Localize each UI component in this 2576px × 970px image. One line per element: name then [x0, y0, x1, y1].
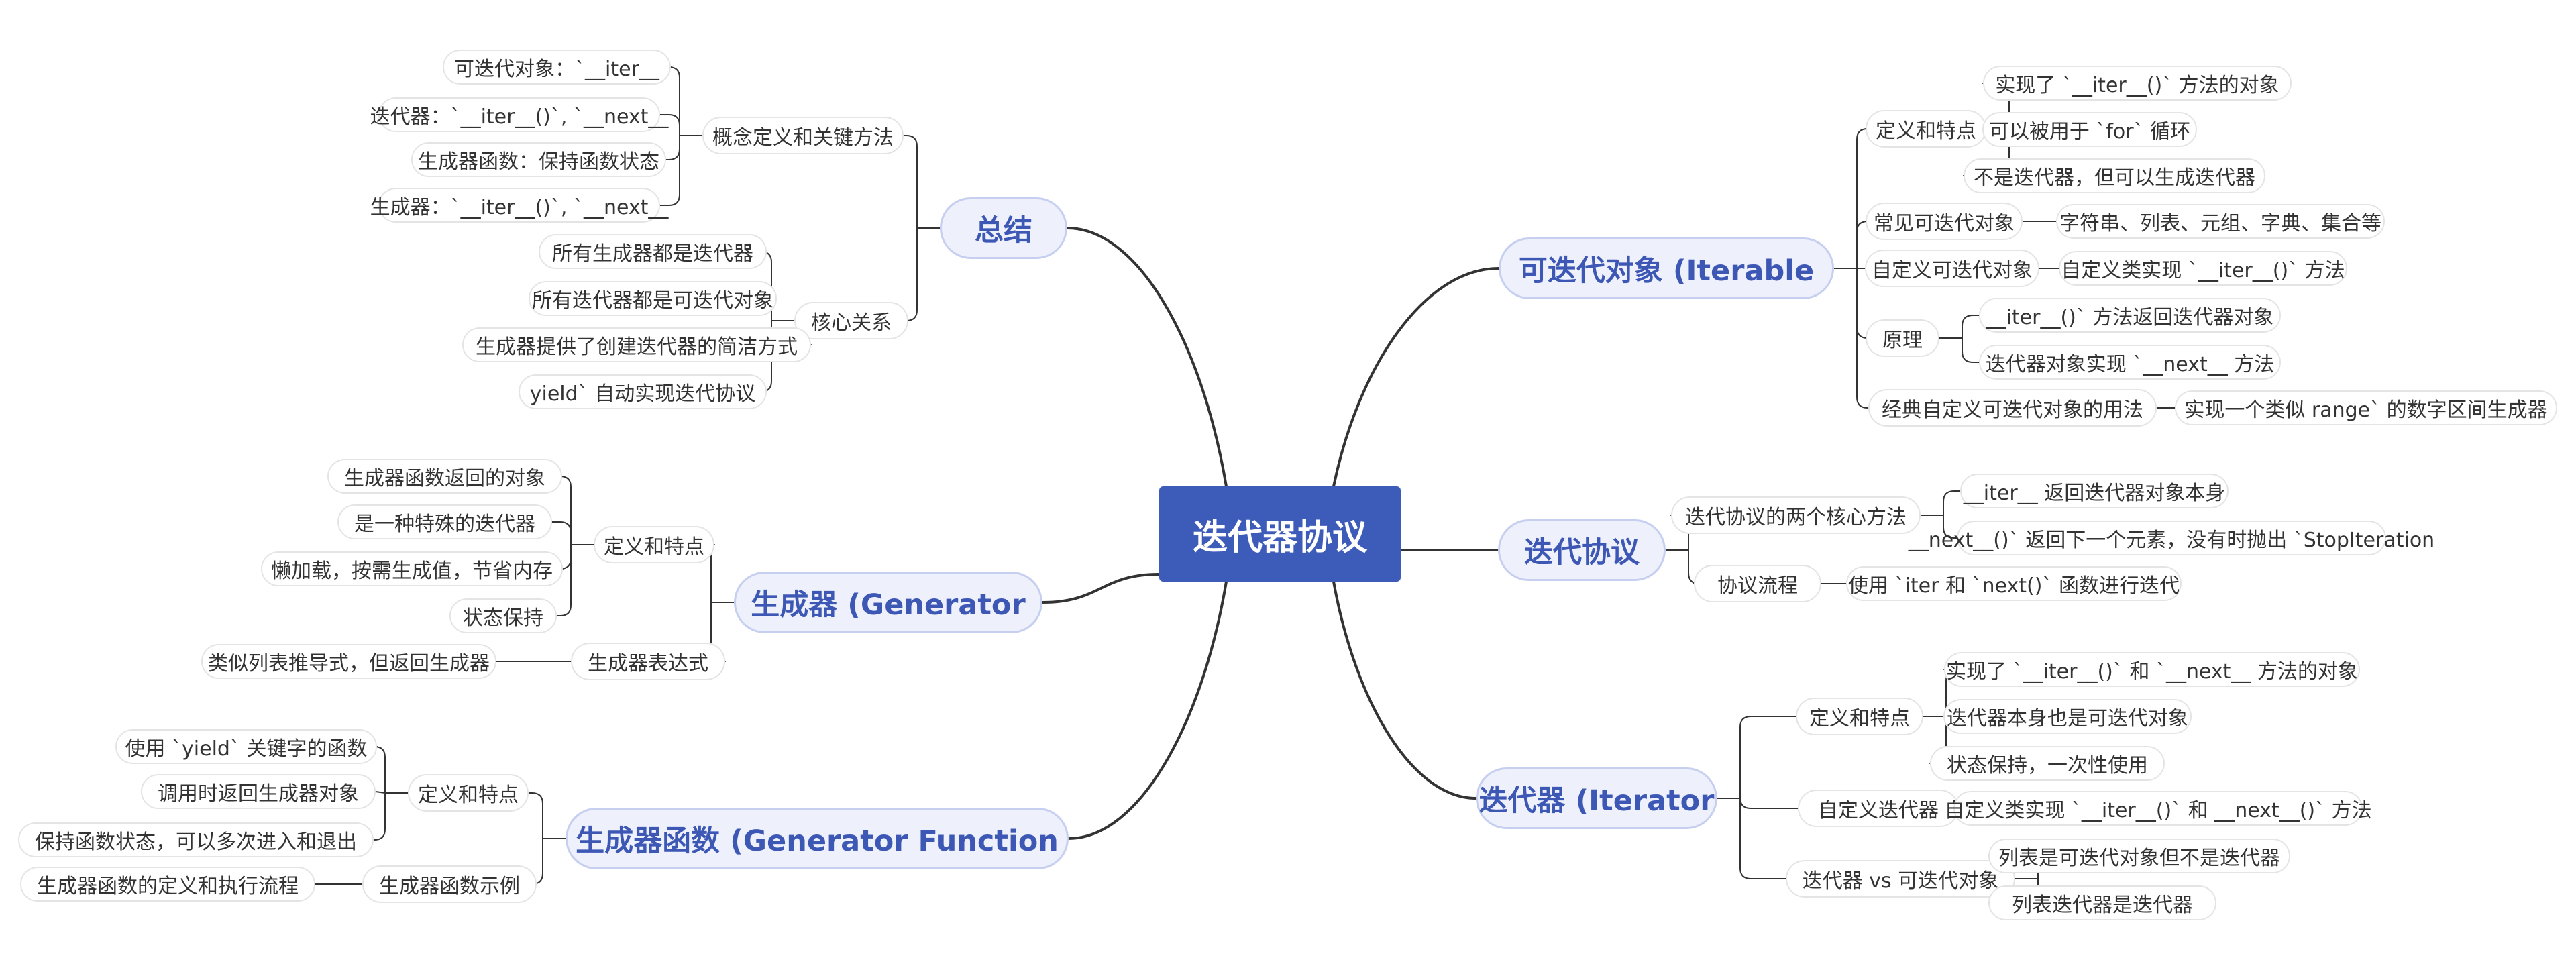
- link-iterator-ir-custom: [1739, 797, 1799, 809]
- node-it-principle-2[interactable]: 迭代器对象实现 `__next__ 方法: [1979, 345, 2281, 380]
- link-su-concept-su-concept-4: [659, 135, 680, 206]
- node-gf-def[interactable]: 定义和特点: [408, 774, 529, 812]
- node-it-def-3[interactable]: 不是迭代器，但可以生成迭代器: [1964, 158, 2265, 193]
- node-su-core-2[interactable]: 所有迭代器都是可迭代对象: [529, 281, 777, 316]
- node-summary[interactable]: 总结: [940, 197, 1067, 259]
- link-iterable-it-principle: [1856, 268, 1868, 339]
- node-gf-example-1[interactable]: 生成器函数的定义和执行流程: [20, 867, 315, 902]
- link-su-concept-su-concept-1: [668, 66, 680, 136]
- node-su-core-1[interactable]: 所有生成器都是迭代器: [539, 234, 767, 269]
- node-su-concept-2[interactable]: 迭代器：`__iter__()`, `__next__: [370, 97, 668, 132]
- link-root-iterator: [1332, 580, 1477, 800]
- node-ge-def-3[interactable]: 懒加载，按需生成值，节省内存: [261, 551, 563, 586]
- node-it-def-1[interactable]: 实现了 `__iter__()` 方法的对象: [1983, 66, 2292, 101]
- link-gf-def-gf-def-2: [375, 791, 386, 794]
- node-gf-def-1[interactable]: 使用 `yield` 关键字的函数: [115, 729, 377, 764]
- link-ge-def-ge-def-4: [556, 544, 572, 616]
- link-iterator-ir-vs: [1739, 798, 1786, 879]
- node-pr-flow[interactable]: 协议流程: [1694, 565, 1821, 602]
- link-iterable-it-classic: [1856, 268, 1869, 409]
- node-protocol[interactable]: 迭代协议: [1498, 519, 1666, 581]
- node-ge-def[interactable]: 定义和特点: [594, 526, 714, 563]
- node-ir-def-3[interactable]: 状态保持，一次性使用: [1930, 746, 2165, 781]
- node-ir-vs-1[interactable]: 列表是可迭代对象但不是迭代器: [1988, 839, 2290, 873]
- node-genfunc[interactable]: 生成器函数 (Generator Function: [566, 808, 1069, 869]
- link-root-iterable: [1332, 267, 1500, 488]
- link-ge-def-ge-def-2: [551, 521, 572, 545]
- node-pr-core-1[interactable]: __iter__ 返回迭代器对象本身: [1960, 474, 2229, 508]
- link-iterator-ir-def: [1739, 716, 1796, 799]
- node-it-classic-1[interactable]: 实现一个类似 range` 的数字区间生成器: [2175, 390, 2557, 425]
- node-iterator[interactable]: 迭代器 (Iterator: [1476, 767, 1717, 829]
- link-root-summary: [1066, 227, 1228, 488]
- node-root[interactable]: 迭代器协议: [1159, 486, 1401, 582]
- link-root-genfunc: [1067, 580, 1228, 840]
- node-ge-expr[interactable]: 生成器表达式: [571, 643, 725, 680]
- node-ir-custom-1[interactable]: 自定义类实现 `__iter__()` 和 __next__()` 方法: [1944, 791, 2372, 826]
- node-it-def[interactable]: 定义和特点: [1866, 110, 1986, 148]
- node-ir-vs-2[interactable]: 列表迭代器是迭代器: [1988, 885, 2216, 920]
- node-ir-def-2[interactable]: 迭代器本身也是可迭代对象: [1943, 699, 2192, 734]
- node-it-principle[interactable]: 原理: [1866, 319, 1939, 357]
- link-genfunc-gf-def: [528, 792, 543, 839]
- node-gf-def-3[interactable]: 保持函数状态，可以多次进入和退出: [18, 822, 374, 857]
- node-iterable[interactable]: 可迭代对象 (Iterable: [1499, 237, 1834, 299]
- link-ge-def-ge-def-1: [559, 476, 572, 545]
- node-it-custom[interactable]: 自定义可迭代对象: [1865, 250, 2039, 287]
- node-su-concept-1[interactable]: 可迭代对象：`__iter__: [443, 50, 671, 85]
- link-iterable-it-def: [1856, 128, 1868, 269]
- node-it-common[interactable]: 常见可迭代对象: [1866, 203, 2023, 240]
- node-pr-core-2[interactable]: __next__()` 返回下一个元素，没有时抛出 `StopIteration: [1909, 521, 2434, 555]
- node-ge-def-2[interactable]: 是一种特殊的迭代器: [337, 504, 552, 539]
- node-su-concept-3[interactable]: 生成器函数：保持函数状态: [411, 142, 666, 177]
- node-ir-vs[interactable]: 迭代器 vs 可迭代对象: [1786, 860, 2015, 898]
- link-summary-su-core: [906, 227, 918, 321]
- node-pr-flow-1[interactable]: 使用 `iter 和 `next()` 函数进行迭代: [1846, 566, 2182, 601]
- node-generator[interactable]: 生成器 (Generator: [734, 572, 1042, 633]
- node-su-core[interactable]: 核心关系: [794, 302, 908, 339]
- link-su-concept-su-concept-3: [665, 135, 680, 160]
- node-gf-def-2[interactable]: 调用时返回生成器对象: [141, 774, 376, 809]
- node-ge-def-4[interactable]: 状态保持: [449, 598, 557, 633]
- node-su-concept[interactable]: 概念定义和关键方法: [702, 117, 904, 154]
- link-pr-core-pr-core-2: [1943, 515, 1957, 539]
- node-it-principle-1[interactable]: __iter__()` 方法返回迭代器对象: [1979, 298, 2281, 333]
- node-it-classic[interactable]: 经典自定义可迭代对象的用法: [1868, 389, 2157, 427]
- node-ir-def-1[interactable]: 实现了 `__iter__()` 和 `__next__ 方法的对象: [1944, 652, 2360, 687]
- node-it-common-1[interactable]: 字符串、列表、元组、字典、集合等: [2056, 204, 2385, 239]
- link-pr-core-pr-core-1: [1943, 490, 1961, 516]
- node-ir-custom[interactable]: 自定义迭代器: [1798, 790, 1959, 827]
- link-summary-su-concept: [903, 135, 918, 229]
- link-it-principle-it-principle-1: [1962, 315, 1980, 339]
- node-it-custom-1[interactable]: 自定义类实现 `__iter__()` 方法: [2059, 251, 2347, 286]
- node-ge-def-1[interactable]: 生成器函数返回的对象: [327, 459, 562, 494]
- node-su-core-3[interactable]: 生成器提供了创建迭代器的简洁方式: [462, 327, 811, 362]
- link-gf-def-gf-def-3: [373, 792, 386, 841]
- node-su-core-4[interactable]: yield` 自动实现迭代协议: [519, 374, 767, 409]
- link-it-principle-it-principle-2: [1962, 337, 1980, 363]
- node-ge-expr-1[interactable]: 类似列表推导式，但返回生成器: [201, 644, 496, 679]
- link-su-concept-su-concept-2: [659, 114, 680, 136]
- node-su-concept-4[interactable]: 生成器：`__iter__()`, `__next__: [370, 188, 668, 223]
- node-it-def-2[interactable]: 可以被用于 `for` 循环: [1982, 112, 2197, 147]
- link-gf-def-gf-def-1: [374, 746, 386, 794]
- node-gf-example[interactable]: 生成器函数示例: [362, 865, 537, 903]
- node-ir-def[interactable]: 定义和特点: [1796, 698, 1923, 735]
- node-pr-core[interactable]: 迭代协议的两个核心方法: [1671, 496, 1921, 534]
- link-root-generator: [1041, 573, 1161, 604]
